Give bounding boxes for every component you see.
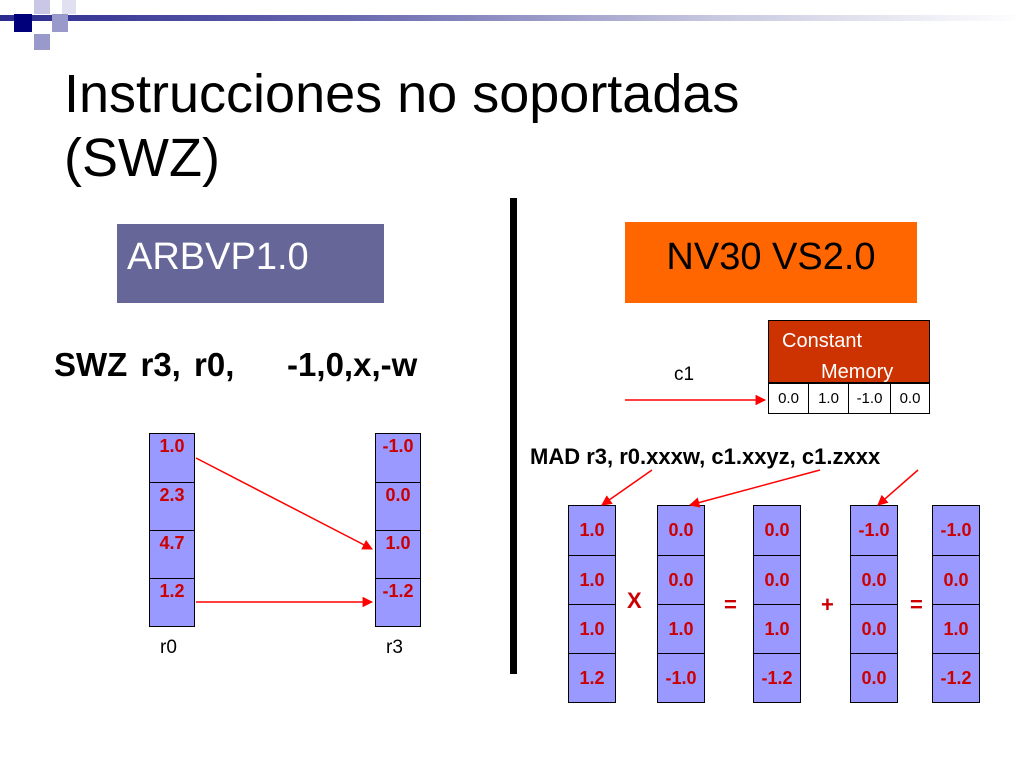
constant-memory-cell-2: -1.0 xyxy=(848,383,891,414)
mad-cell-0-3: 1.2 xyxy=(568,653,616,703)
mad-cell-0-2: 1.0 xyxy=(568,604,616,654)
r0-cell-0: 1.0 xyxy=(149,433,195,483)
r3-cell-1: 0.0 xyxy=(375,482,421,531)
decoration-square xyxy=(34,0,50,14)
decoration-square xyxy=(52,14,68,32)
r3-cell-2: 1.0 xyxy=(375,530,421,579)
operator-2: + xyxy=(821,592,834,617)
decoration-square xyxy=(62,0,76,14)
operator-0: X xyxy=(627,588,642,613)
top-decoration-bar xyxy=(0,15,1024,21)
mad-cell-2-2: 1.0 xyxy=(753,604,801,654)
slide-title: Instrucciones no soportadas (SWZ) xyxy=(64,62,739,190)
mad-cell-1-1: 0.0 xyxy=(657,555,705,605)
r3-label: r3 xyxy=(386,637,403,658)
mad-cell-4-1: 0.0 xyxy=(932,555,980,605)
arrow-r0x-to-r3z xyxy=(195,457,373,550)
swz-instruction: SWZ r3, r0, -1,0,x,-w xyxy=(54,346,418,383)
arrow-instr-to-col1 xyxy=(601,469,653,506)
decoration-square xyxy=(14,14,32,32)
constant-memory-cell-1: 1.0 xyxy=(808,383,849,414)
mad-cell-3-2: 0.0 xyxy=(850,604,898,654)
mad-cell-4-0: -1.0 xyxy=(932,505,980,556)
r0-cell-2: 4.7 xyxy=(149,530,195,579)
arbvp-heading: ARBVP1.0 xyxy=(127,236,309,278)
mad-cell-3-3: 0.0 xyxy=(850,653,898,703)
mad-cell-3-1: 0.0 xyxy=(850,555,898,605)
constant-memory-cell-0: 0.0 xyxy=(768,383,809,414)
nv30-heading-box: NV30 VS2.0 xyxy=(625,222,917,303)
operator-3: = xyxy=(910,592,923,617)
slide-title-line2: (SWZ) xyxy=(64,128,220,188)
mad-cell-3-0: -1.0 xyxy=(850,505,898,556)
mad-cell-2-0: 0.0 xyxy=(753,505,801,556)
mad-cell-4-2: 1.0 xyxy=(932,604,980,654)
section-divider xyxy=(510,198,517,674)
mad-cell-0-1: 1.0 xyxy=(568,555,616,605)
constant-memory-line2: Memory xyxy=(821,361,894,383)
r3-cell-3: -1.2 xyxy=(375,578,421,627)
mad-cell-2-3: -1.2 xyxy=(753,653,801,703)
arrow-instr-to-col2 xyxy=(688,469,821,508)
c1-label: c1 xyxy=(674,364,695,385)
mad-cell-2-1: 0.0 xyxy=(753,555,801,605)
r0-label: r0 xyxy=(160,637,177,658)
mad-cell-1-2: 1.0 xyxy=(657,604,705,654)
constant-memory-line1: Constant xyxy=(782,330,863,352)
slide-title-line1: Instrucciones no soportadas xyxy=(64,64,740,124)
arbvp-heading-box: ARBVP1.0 xyxy=(117,224,384,303)
constant-memory-header: Constant Memory xyxy=(768,320,930,383)
mad-cell-1-3: -1.0 xyxy=(657,653,705,703)
mad-cell-1-0: 0.0 xyxy=(657,505,705,556)
r3-cell-0: -1.0 xyxy=(375,433,421,483)
nv30-heading: NV30 VS2.0 xyxy=(666,236,876,278)
constant-memory-cell-3: 0.0 xyxy=(890,383,930,414)
decoration-square xyxy=(34,34,50,50)
mad-cell-4-3: -1.2 xyxy=(932,653,980,703)
mad-cell-0-0: 1.0 xyxy=(568,505,616,556)
r0-cell-3: 1.2 xyxy=(149,578,195,627)
mad-instruction: MAD r3, r0.xxxw, c1.xxyz, c1.zxxx xyxy=(530,444,881,469)
r0-cell-1: 2.3 xyxy=(149,482,195,531)
operator-1: = xyxy=(724,592,737,617)
arrow-instr-to-col4 xyxy=(877,469,919,506)
